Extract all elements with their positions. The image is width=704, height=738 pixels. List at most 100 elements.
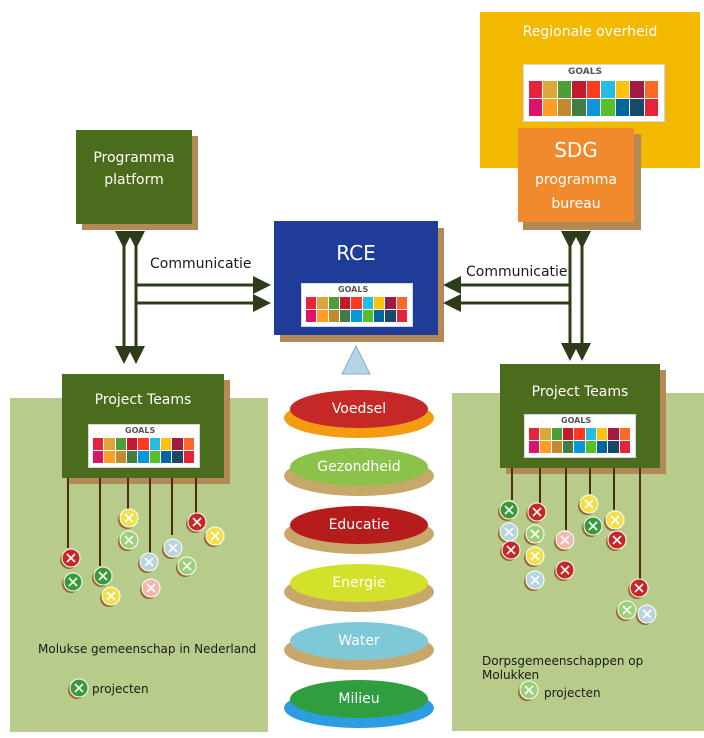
- sdg-tile: [615, 81, 630, 98]
- sdg-title: SDG: [554, 138, 598, 162]
- project-icon: [526, 502, 547, 523]
- sdg-tile: [149, 451, 160, 463]
- programma-platform-box: Programma platform: [76, 130, 192, 224]
- sdg-tile: [597, 428, 608, 440]
- sdg-tile: [574, 441, 585, 453]
- sdg-tile: [306, 310, 317, 322]
- sdg-program-bureau-box: SDG programma bureau: [518, 128, 634, 222]
- sdg-tile: [601, 99, 615, 116]
- project-icon: [518, 680, 539, 701]
- sdg-logo-rce: GOALS: [301, 283, 413, 327]
- theme-disc: Voedsel: [290, 390, 428, 428]
- project-icon: [628, 578, 649, 599]
- theme-disc: Gezondheid: [290, 448, 428, 486]
- sdg-logo-right: GOALS: [524, 414, 636, 458]
- project-icon: [204, 526, 225, 547]
- sdg-tile: [551, 428, 562, 440]
- sdg-tile: [161, 438, 172, 450]
- sdg-tile: [306, 297, 317, 309]
- sdg-tile: [138, 451, 149, 463]
- left-legend-label: projecten: [92, 682, 149, 696]
- regional-government-label: Regionale overheid: [522, 24, 658, 40]
- sdg-tile: [115, 451, 126, 463]
- sdg-tile: [374, 297, 385, 309]
- regional-government-box: Regionale overheid GOALS: [480, 12, 700, 168]
- sdg-tile: [385, 310, 396, 322]
- project-icon: [524, 570, 545, 591]
- sdg-tile: [572, 99, 586, 116]
- sdg-tile: [340, 310, 351, 322]
- sdg-tile: [608, 441, 619, 453]
- sdg-tile: [149, 438, 160, 450]
- project-icon: [140, 578, 161, 599]
- project-icon: [636, 604, 657, 625]
- sdg-tile: [374, 310, 385, 322]
- project-icon: [162, 538, 183, 559]
- sdg-tile: [351, 297, 362, 309]
- sdg-tile: [630, 81, 644, 98]
- sdg-goals-text: GOALS: [568, 67, 602, 77]
- sdg-tile: [615, 99, 630, 116]
- sdg-tile: [161, 451, 172, 463]
- sdg-tile: [630, 99, 644, 116]
- project-teams-left-label: Project Teams: [94, 392, 192, 408]
- theme-disc: Milieu: [290, 680, 428, 718]
- sdg-tile: [362, 310, 373, 322]
- project-icon: [524, 524, 545, 545]
- sdg-tile: [585, 428, 596, 440]
- communication-label-right: Communicatie: [466, 264, 568, 280]
- project-icon: [186, 512, 207, 533]
- programma-line-2: platform: [104, 172, 164, 188]
- sdg-tile: [183, 451, 194, 463]
- sdg-tile: [183, 438, 194, 450]
- theme-disc: Water: [290, 622, 428, 660]
- sdg-logo-left: GOALS: [88, 424, 200, 468]
- project-icon: [118, 530, 139, 551]
- sdg-tile: [328, 297, 339, 309]
- sdg-tile: [93, 451, 104, 463]
- right-legend-icon: [518, 680, 539, 701]
- sdg-tile: [385, 297, 396, 309]
- sdg-goals-text: GOALS: [338, 285, 369, 294]
- sdg-tile: [543, 81, 557, 98]
- sdg-tile: [551, 441, 562, 453]
- sdg-tile: [529, 428, 540, 440]
- sdg-tile: [115, 438, 126, 450]
- left-legend-icon: [68, 678, 89, 699]
- sdg-tile: [317, 310, 328, 322]
- sdg-tile: [396, 297, 407, 309]
- sdg-tile: [340, 297, 351, 309]
- sdg-line-3: bureau: [551, 196, 601, 212]
- theme-disc: Educatie: [290, 506, 428, 544]
- rce-box: RCE GOALS: [274, 221, 438, 335]
- theme-label: Voedsel: [331, 401, 387, 417]
- sdg-tile: [172, 438, 183, 450]
- sdg-tile: [351, 310, 362, 322]
- theme-label: Milieu: [338, 691, 380, 707]
- project-teams-left-box: Project Teams GOALS: [62, 374, 224, 478]
- project-icon: [554, 560, 575, 581]
- project-icon: [616, 600, 637, 621]
- sdg-tile: [557, 99, 572, 116]
- sdg-tile: [362, 297, 373, 309]
- sdg-tile: [619, 428, 630, 440]
- project-teams-right-label: Project Teams: [531, 384, 629, 400]
- sdg-tile: [396, 310, 407, 322]
- theme-label: Energie: [332, 575, 386, 591]
- project-icon: [138, 552, 159, 573]
- sdg-tile: [585, 441, 596, 453]
- sdg-tile: [529, 81, 543, 98]
- rce-title: RCE: [336, 241, 376, 265]
- communication-label-left: Communicatie: [150, 256, 252, 272]
- sdg-logo-regional: GOALS: [523, 64, 665, 122]
- sdg-tile: [572, 81, 586, 98]
- sdg-tile: [644, 99, 658, 116]
- sdg-tile: [93, 438, 104, 450]
- project-icon: [62, 572, 83, 593]
- sdg-tile: [644, 81, 658, 98]
- sdg-line-2: programma: [535, 172, 617, 188]
- sdg-goals-text: GOALS: [561, 416, 592, 425]
- project-icon: [578, 494, 599, 515]
- theme-label: Gezondheid: [317, 459, 401, 475]
